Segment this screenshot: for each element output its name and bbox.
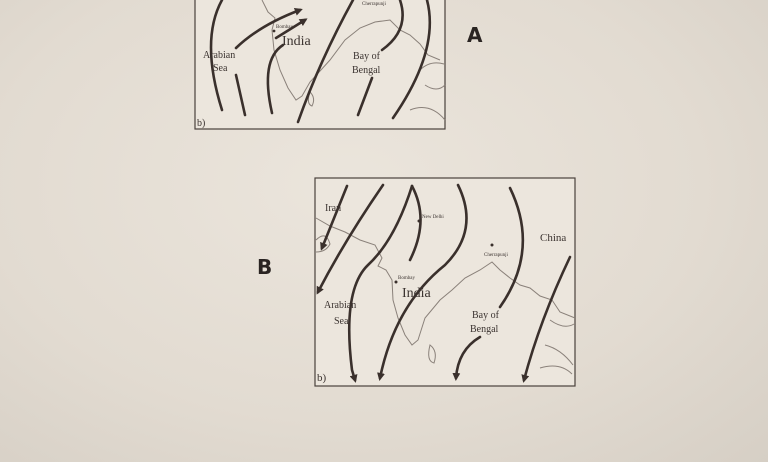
map-b-cherrapunji-dot	[490, 243, 494, 247]
map-b-label-arabian: Arabian	[324, 300, 356, 311]
map-b-label-sea: Sea	[334, 316, 349, 327]
map-b-label-cherrapunji: Cherrapunji	[484, 253, 508, 258]
map-b-label-bay-of: Bay of	[472, 310, 500, 321]
map-b-bombay-dot	[394, 280, 398, 284]
map-a-label-sea: Sea	[213, 63, 228, 74]
map-b-panel-label: b)	[317, 372, 327, 384]
map-b-wind-arrows	[316, 183, 572, 383]
map-b-new-delhi-dot	[417, 219, 421, 223]
map-a-label-cherrapunji: Cherrapunji	[362, 2, 386, 7]
map-a-summer-monsoon: Cherrapunji Bombay India Arabian Sea Bay…	[194, 0, 446, 130]
map-b-label-india: India	[402, 286, 432, 301]
map-a-label-bombay: Bombay	[276, 25, 293, 30]
map-b-label-bengal: Bengal	[470, 324, 499, 335]
map-a-label-arabian: Arabian	[203, 50, 235, 61]
map-a-label-bay-of: Bay of	[353, 51, 381, 62]
map-a-sri-lanka	[307, 91, 315, 107]
figure-tag-a: A	[467, 23, 483, 47]
map-b-sri-lanka	[428, 344, 436, 364]
map-a-coastline	[261, 0, 441, 101]
figure-tag-b: B	[257, 255, 272, 279]
map-a-panel-label: b)	[197, 118, 205, 129]
map-b-label-iran: Iran	[325, 203, 341, 214]
map-b-label-new-delhi: New Delhi	[422, 215, 444, 220]
map-b-label-china: China	[540, 232, 566, 244]
map-a-bombay-dot	[272, 29, 276, 33]
map-b-label-bombay: Bombay	[398, 276, 415, 281]
map-b-frame	[314, 177, 576, 387]
map-a-label-india: India	[282, 34, 312, 49]
map-b-coastline	[315, 217, 576, 346]
map-a-label-bengal: Bengal	[352, 65, 381, 76]
map-a-wind-arrows	[209, 0, 432, 124]
map-b-winter-monsoon: Iran New Delhi Cherrapunji China Bombay …	[314, 177, 576, 387]
